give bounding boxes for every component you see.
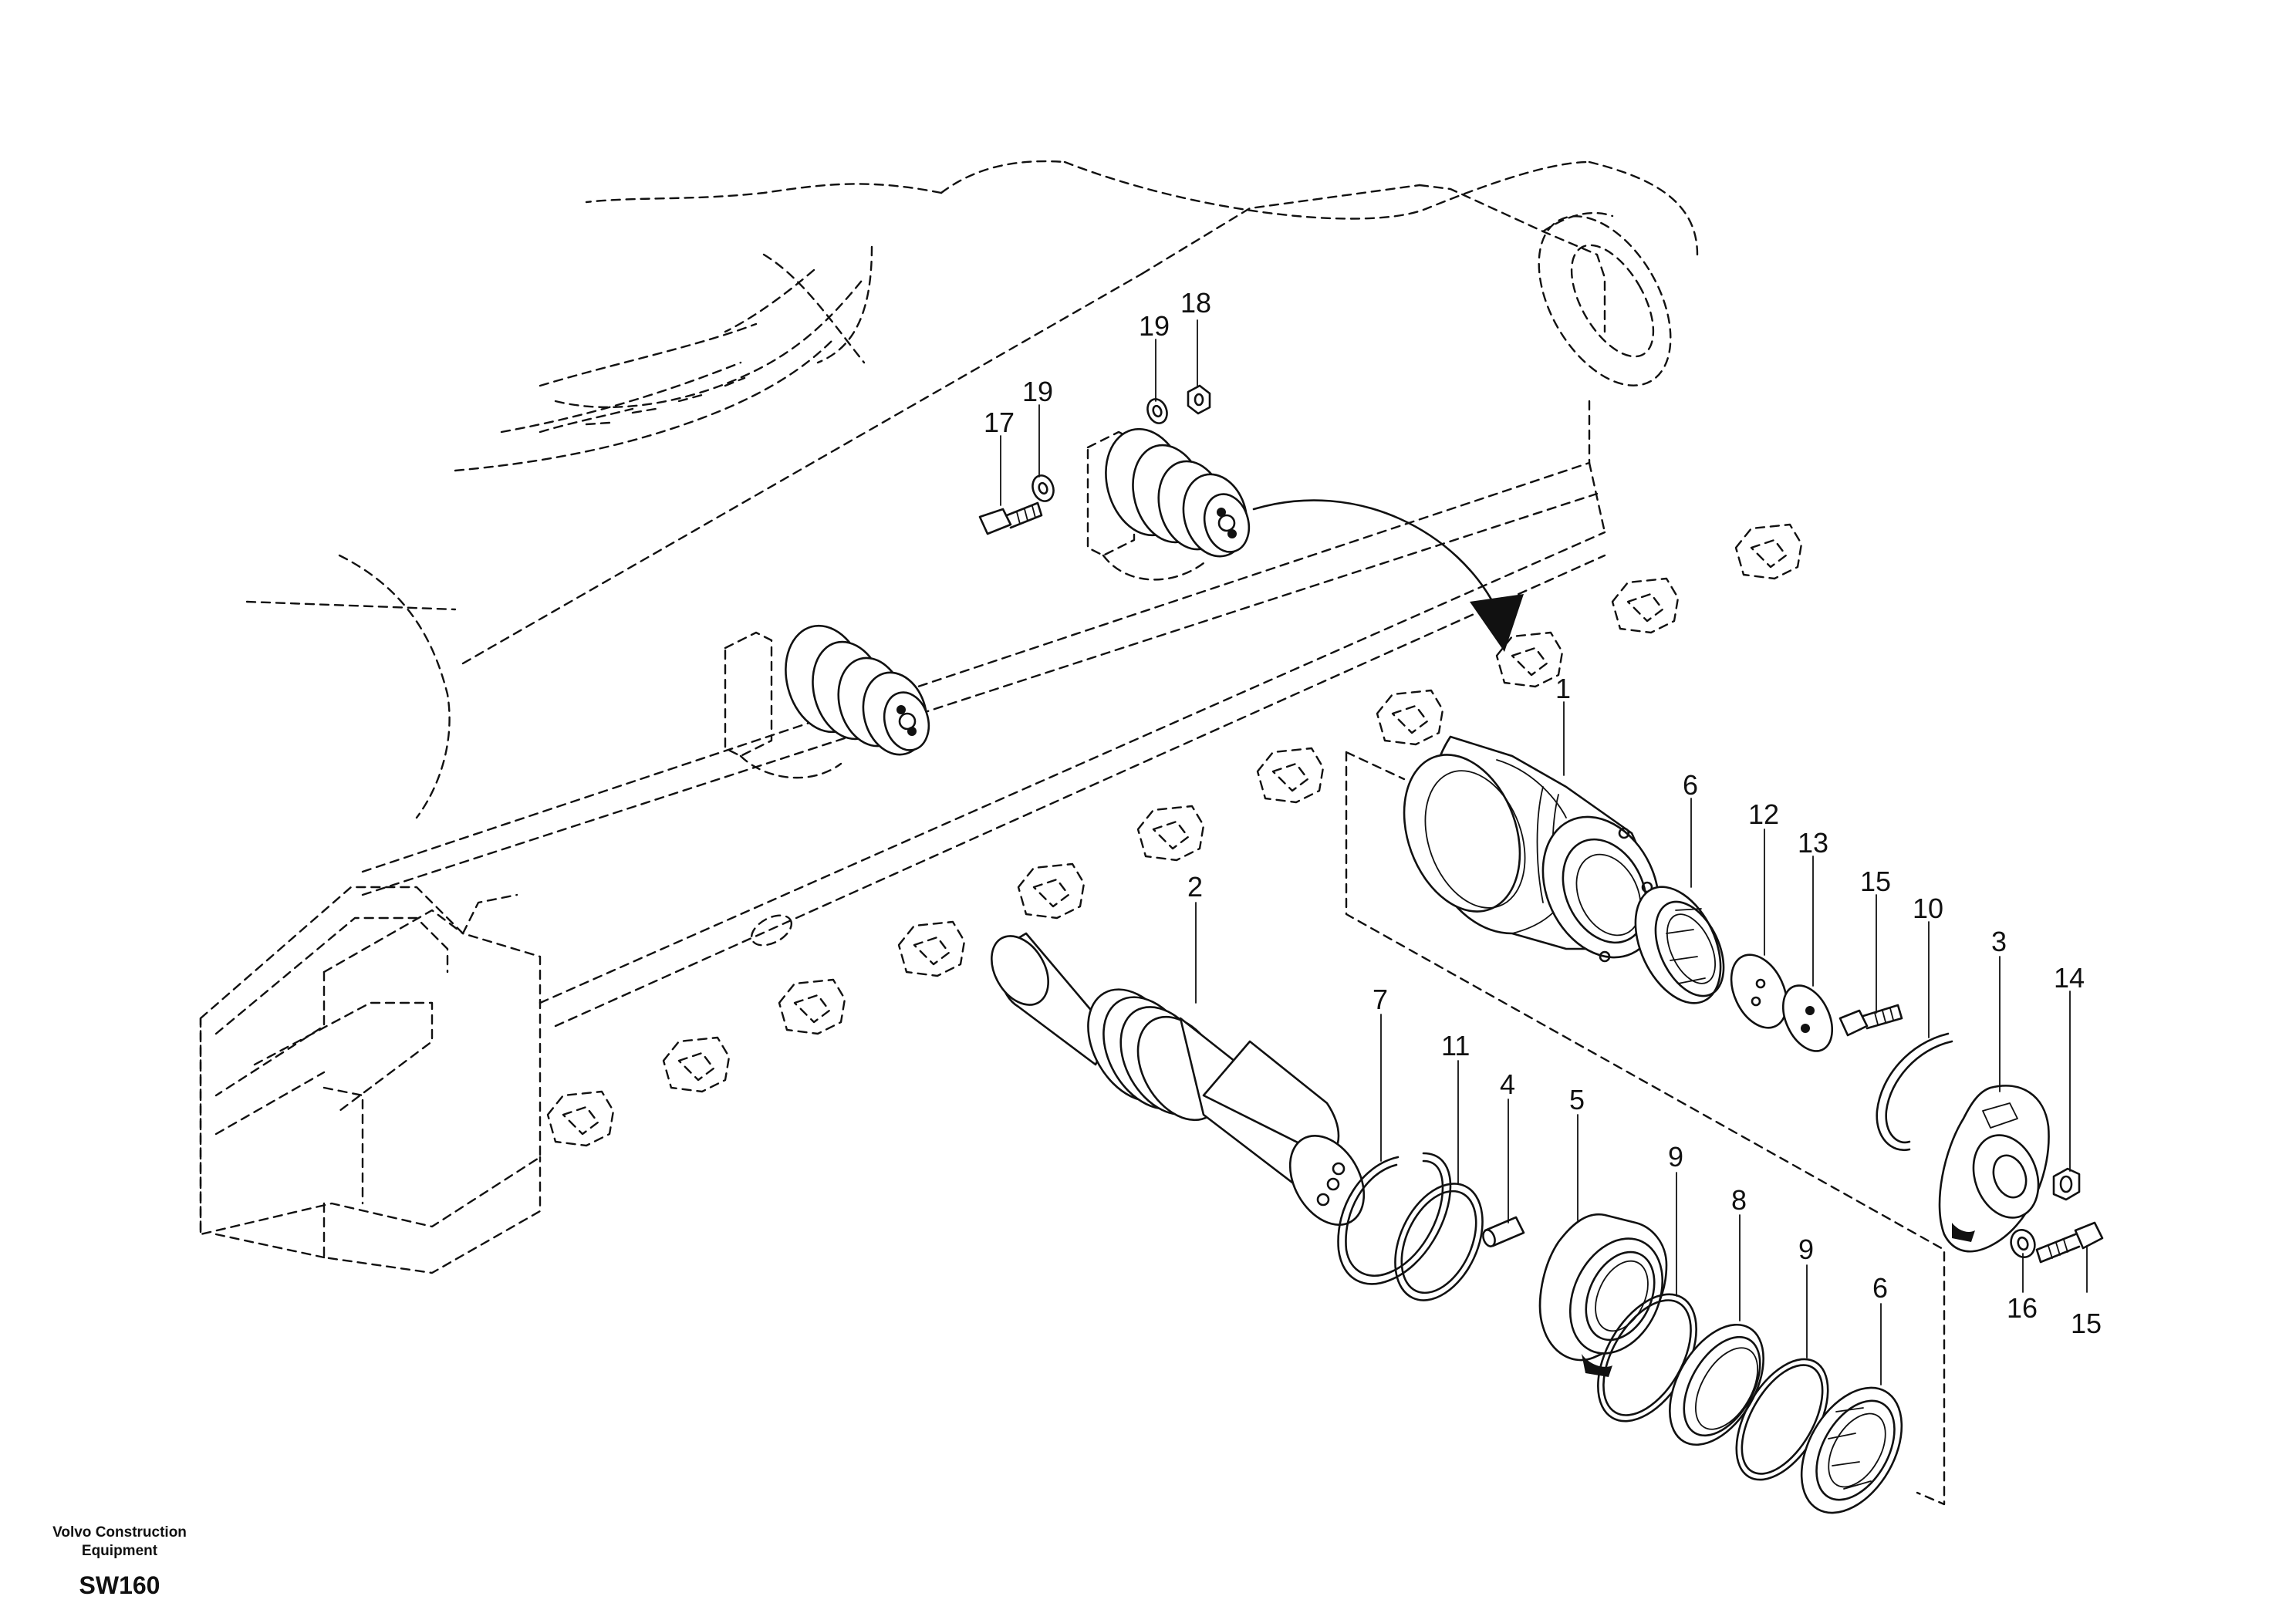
part-8-seal (1669, 1323, 1764, 1446)
callout-19-upper: 19 (1139, 310, 1170, 342)
callout-1: 1 (1555, 673, 1571, 704)
part-6-bearing-upper (1634, 886, 1725, 1004)
callout-9-second: 9 (1798, 1234, 1814, 1265)
washer-19-upper (1146, 398, 1168, 424)
callout-8: 8 (1731, 1184, 1747, 1216)
callout-6-lower: 6 (1872, 1272, 1888, 1304)
callout-12: 12 (1748, 798, 1779, 830)
callout-10: 10 (1913, 893, 1943, 924)
callout-19-lower: 19 (1022, 376, 1053, 407)
part-14-plug (2052, 1167, 2081, 1201)
callout-6-upper: 6 (1683, 769, 1698, 801)
callout-13: 13 (1798, 827, 1828, 859)
part-2-shaft (991, 932, 1366, 1226)
nut-18 (1187, 384, 1211, 415)
model-code: SW160 (79, 1571, 160, 1599)
track-frame-outline (199, 160, 1699, 1274)
callout-17: 17 (984, 407, 1015, 438)
callout-3: 3 (1991, 926, 2007, 957)
brand-name-line1: Volvo Construction (52, 1524, 187, 1541)
part-4-pin (1482, 1216, 1525, 1247)
carrier-roller-installed-rear (785, 624, 930, 756)
part-3-cover (1938, 1085, 2050, 1253)
callout-4: 4 (1500, 1068, 1515, 1100)
part-6-bearing-lower (1800, 1386, 1903, 1514)
brand-name-line2: Equipment (81, 1543, 158, 1559)
carrier-roller-installed-front (1105, 427, 1251, 558)
callout-14: 14 (2054, 962, 2085, 994)
part-13-plate (1781, 984, 1834, 1052)
callout-5: 5 (1569, 1084, 1585, 1115)
part-10-snap-ring (1876, 1032, 1953, 1152)
callout-15-lower: 15 (2071, 1308, 2102, 1339)
bolt-17 (978, 501, 1043, 535)
callout-16: 16 (2007, 1292, 2038, 1324)
brand-footer: Volvo Construction Equipment SW160 (35, 1524, 204, 1600)
callout-18: 18 (1180, 287, 1211, 319)
part-15-bolt-lower (2035, 1221, 2104, 1264)
washer-19-lower (1032, 474, 1055, 502)
callout-2: 2 (1187, 871, 1203, 903)
exploded-group-outline (1345, 751, 1946, 1506)
part-15-bolt-upper (1838, 1004, 1903, 1037)
callout-9-first: 9 (1668, 1141, 1683, 1173)
leader-lines (1000, 319, 2088, 1385)
callout-11: 11 (1441, 1030, 1470, 1061)
part-12-plate (1730, 953, 1788, 1029)
part-16-washer (2010, 1229, 2036, 1258)
callout-7: 7 (1373, 984, 1388, 1015)
detail-arrow (1252, 499, 1524, 652)
track-rollers-phantom (546, 523, 1803, 1147)
part-1-roller (1403, 735, 1660, 963)
callout-15-upper: 15 (1860, 866, 1891, 897)
callout-labels: 17 19 19 18 1 6 12 13 15 10 3 14 2 7 11 … (984, 287, 2102, 1339)
part-11-o-ring (1394, 1183, 1484, 1301)
